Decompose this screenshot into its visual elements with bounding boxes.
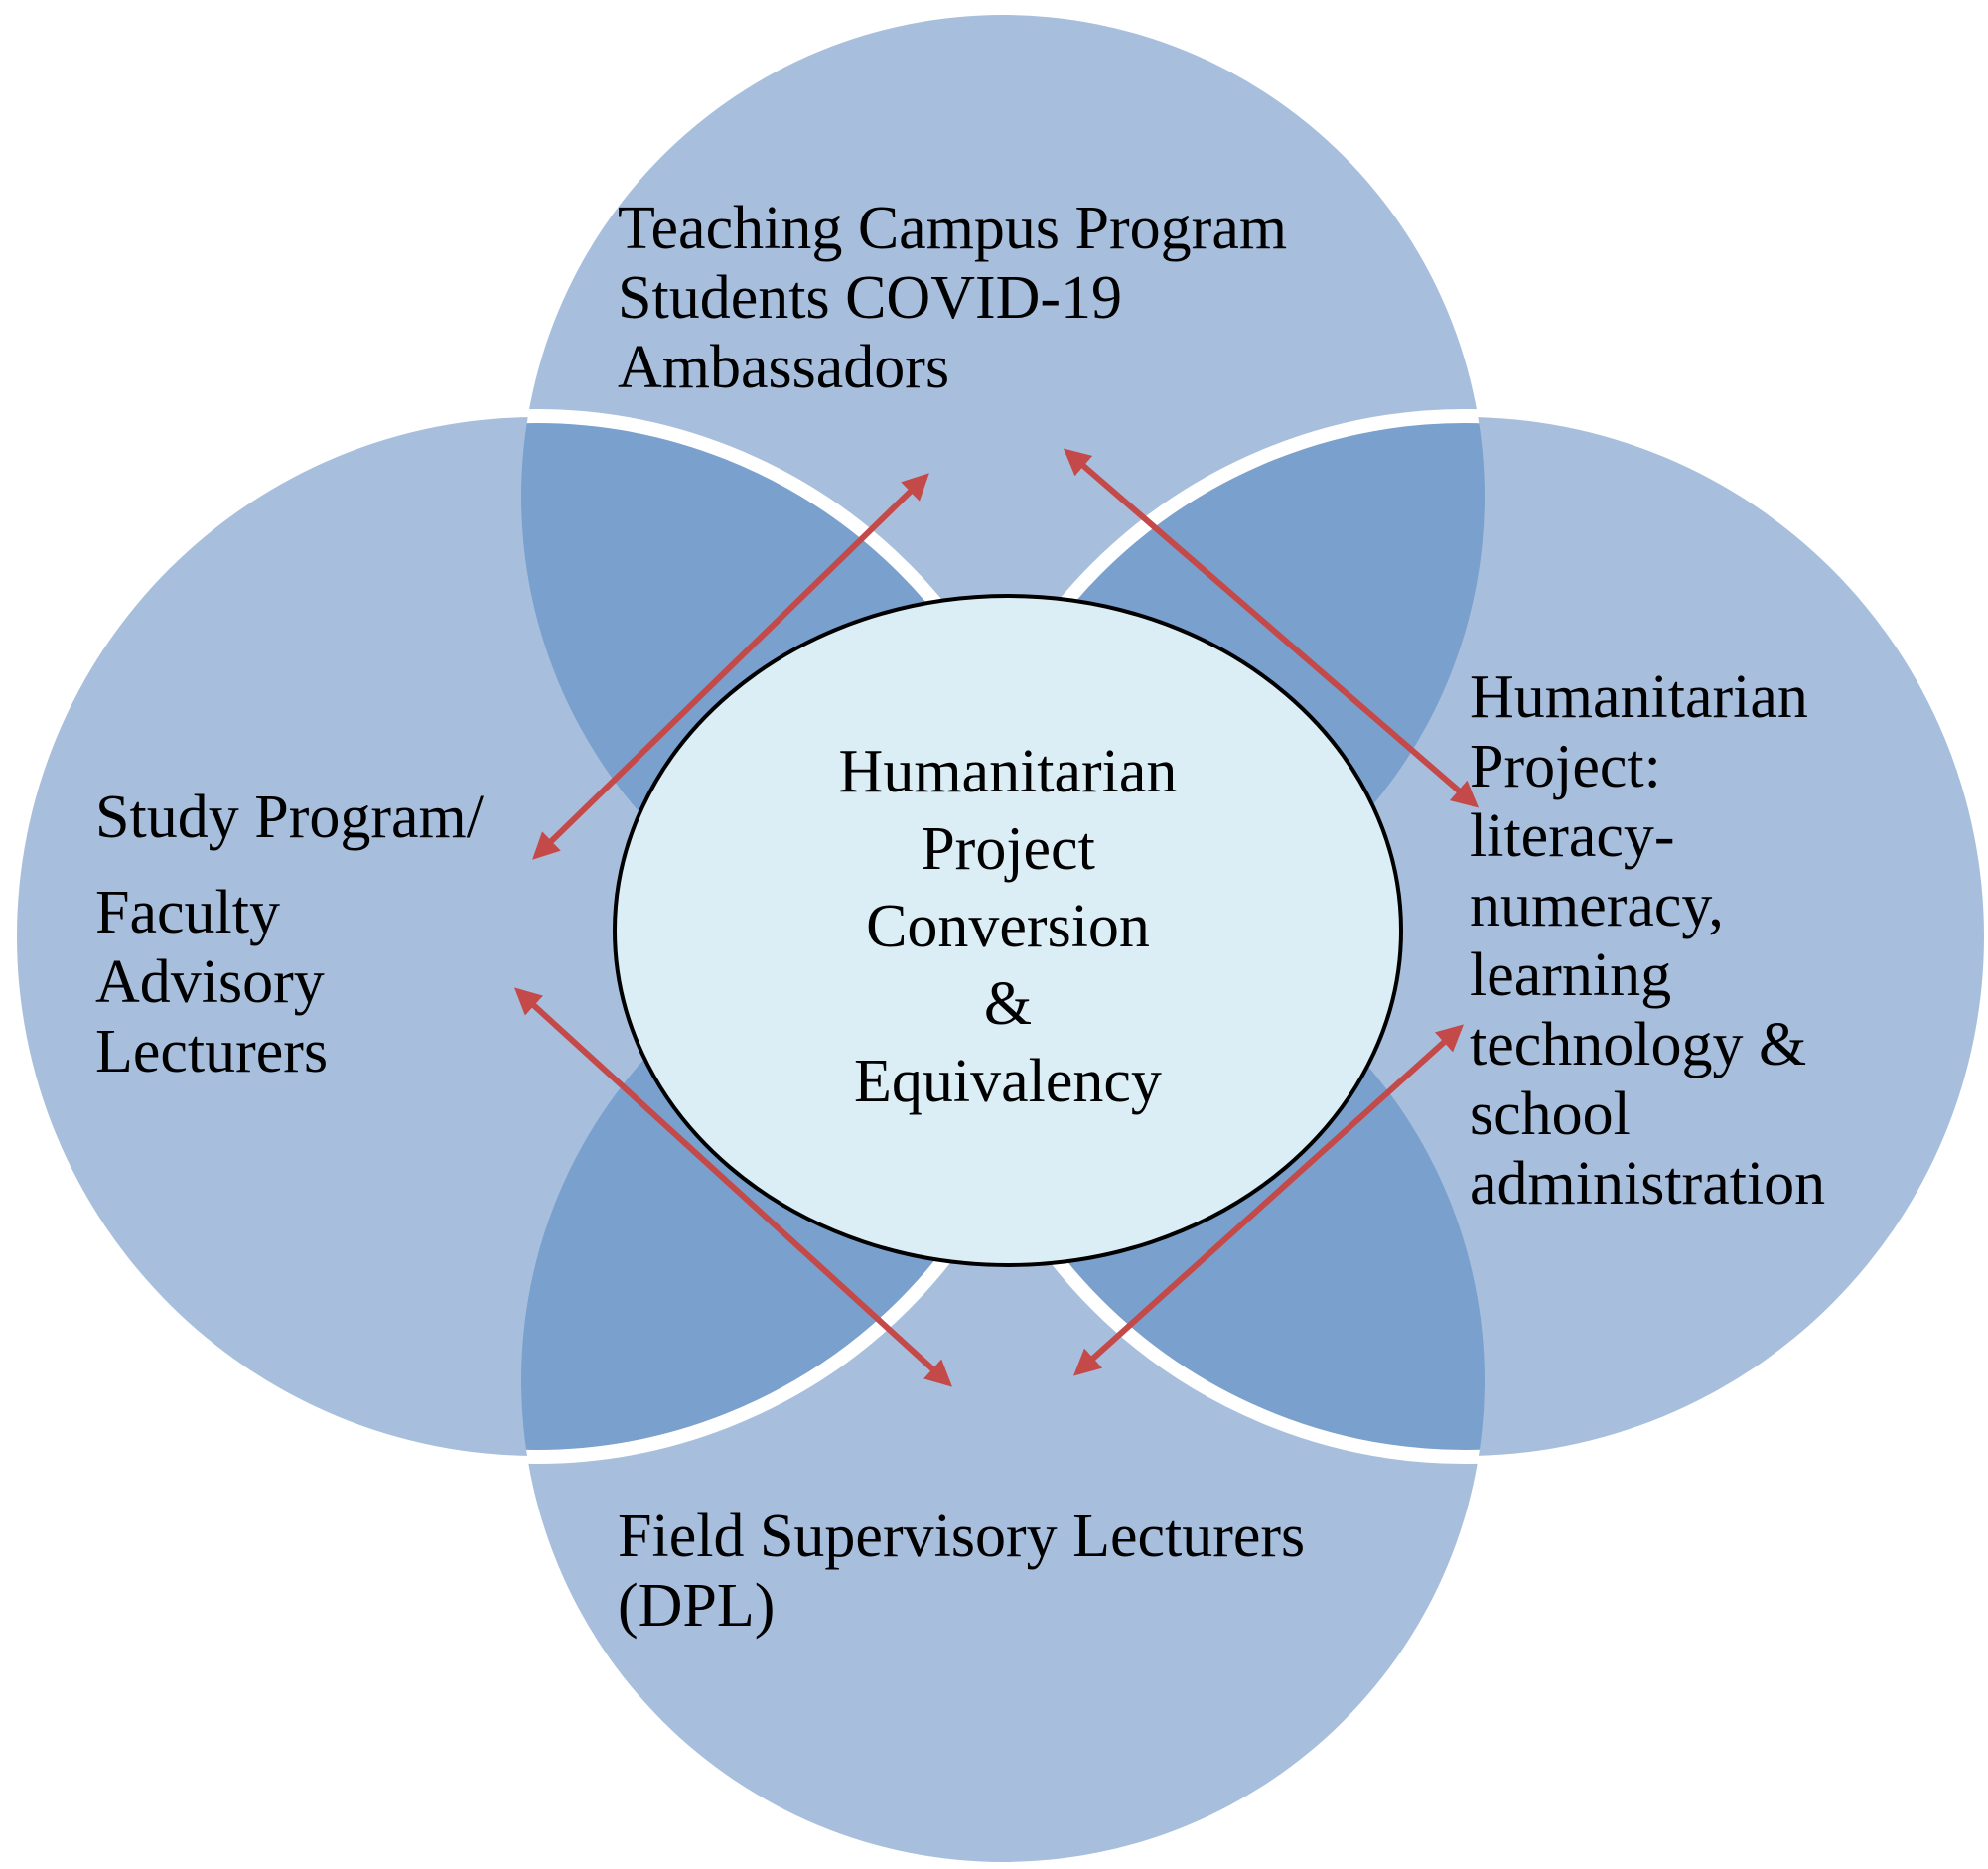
arrow-center-right (1063, 448, 1480, 808)
arrow-center-bottom (1072, 1024, 1465, 1376)
label-right-line: numeracy, (1470, 872, 1724, 939)
label-bottom: Field Supervisory Lecturers (DPL) (618, 1502, 1305, 1641)
label-right-line: administration (1470, 1150, 1826, 1218)
label-center-line: & (983, 970, 1033, 1038)
label-top-line: Teaching Campus Program (618, 195, 1288, 262)
label-center: Humanitarian Project Conversion & Equiva… (710, 733, 1306, 1120)
label-center-line: Conversion (866, 893, 1150, 960)
label-left-line: Faculty (95, 879, 280, 946)
label-center-line: Project (921, 815, 1095, 883)
label-top-line: Ambassadors (618, 334, 950, 401)
label-top-line: Students COVID-19 (618, 264, 1123, 332)
arrow-center-left (514, 987, 952, 1387)
label-right-line: Project: (1470, 733, 1661, 800)
arrow-center-top (532, 473, 929, 860)
label-right-line: technology & (1470, 1011, 1807, 1078)
label-center-line: Humanitarian (838, 738, 1178, 805)
label-left-line: Lecturers (95, 1018, 329, 1085)
label-left-line: Advisory (95, 948, 325, 1016)
label-right-line: school (1470, 1080, 1631, 1148)
label-right-line: learning (1470, 941, 1672, 1009)
label-right-line: literacy- (1470, 802, 1675, 870)
label-bottom-line: Field Supervisory Lecturers (618, 1503, 1306, 1570)
label-right: Humanitarian Project: literacy- numeracy… (1470, 662, 1825, 1219)
label-left: Study Program/ Faculty Advisory Lecturer… (95, 783, 484, 1086)
label-top: Teaching Campus Program Students COVID-1… (618, 194, 1287, 402)
label-bottom-line: (DPL) (618, 1572, 776, 1640)
label-center-line: Equivalency (854, 1048, 1162, 1115)
label-right-line: Humanitarian (1470, 663, 1808, 731)
label-left-line: Study Program/ (95, 784, 484, 851)
